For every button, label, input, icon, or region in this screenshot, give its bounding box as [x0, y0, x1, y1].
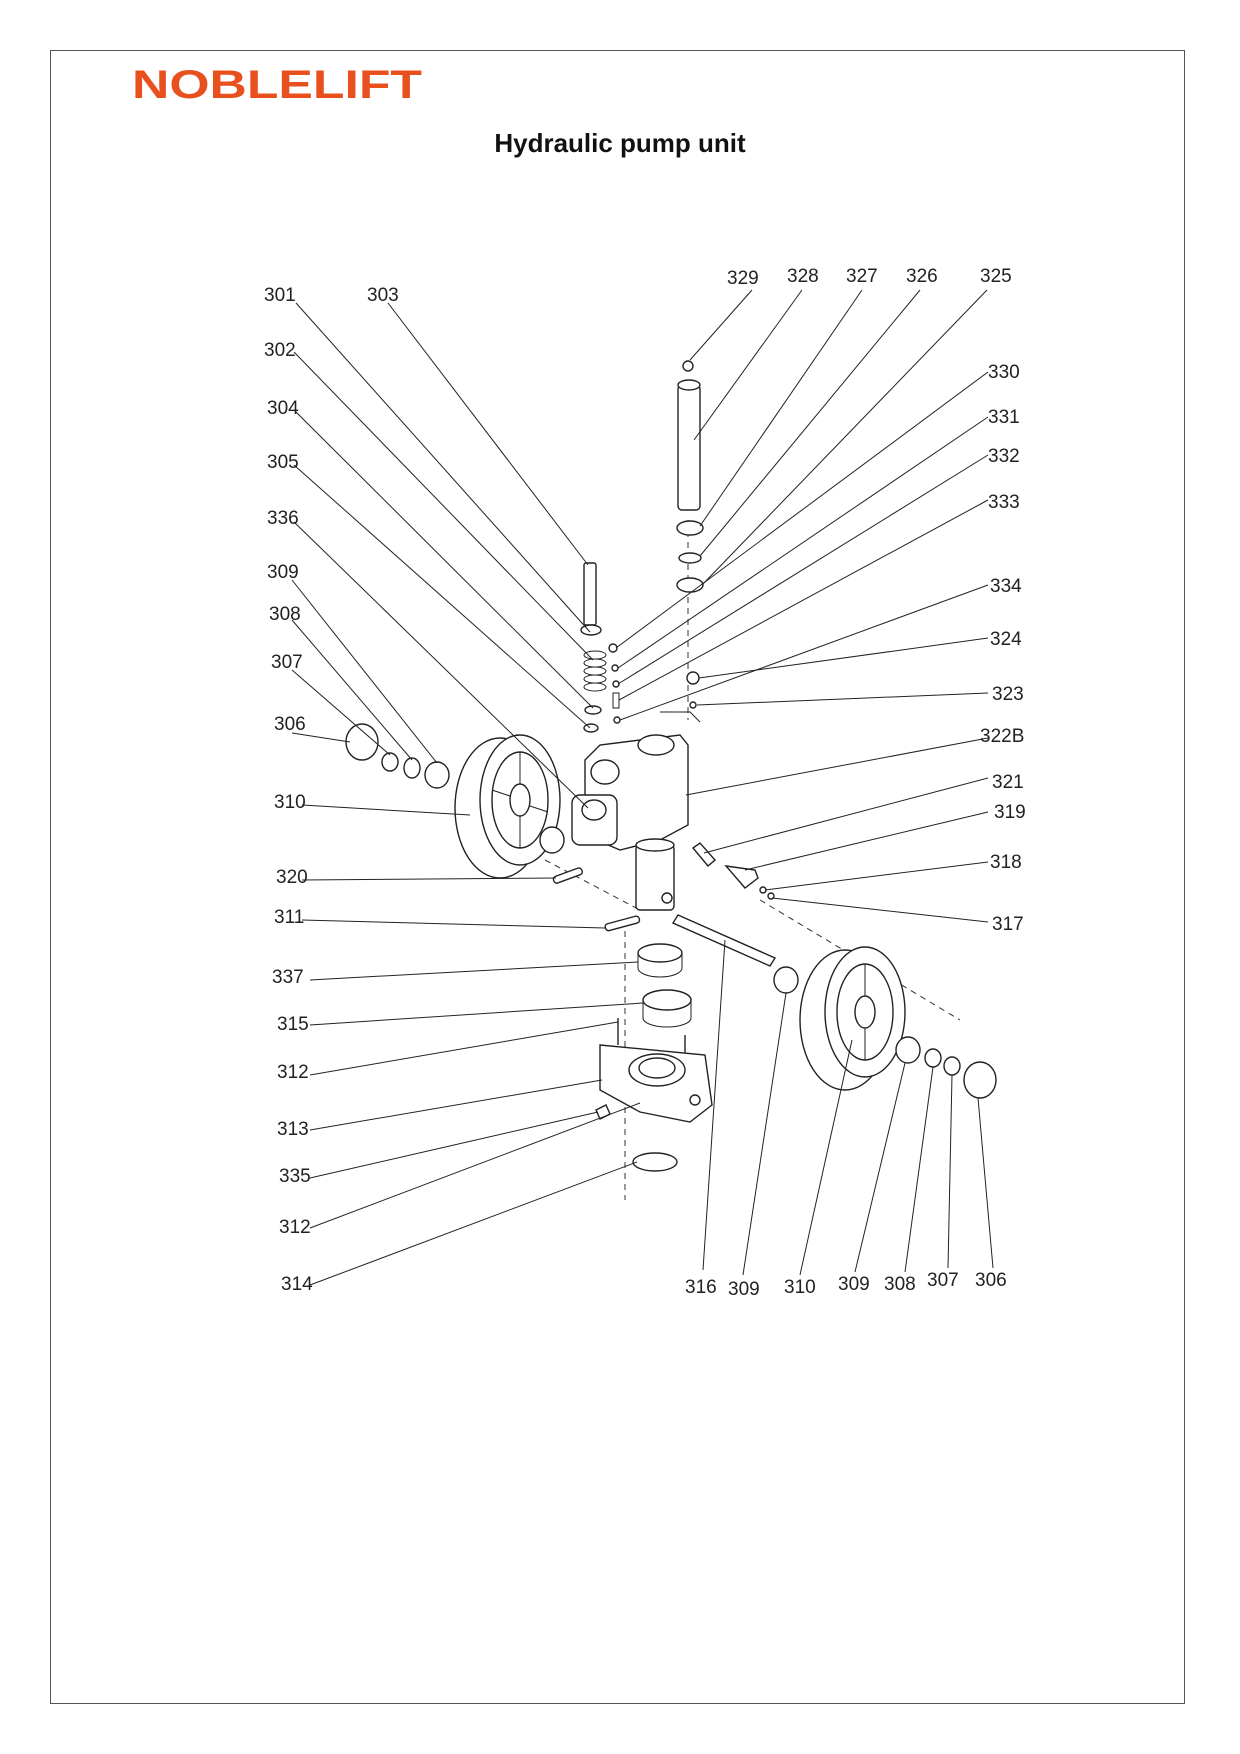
callout-314: 314	[281, 1274, 313, 1295]
callout-308-bottom: 308	[884, 1274, 916, 1295]
noblelift-logo: NOBLELIFT	[132, 63, 422, 106]
callout-310-left: 310	[274, 792, 306, 813]
callout-319: 319	[994, 802, 1026, 823]
callout-321: 321	[992, 772, 1024, 793]
callout-316: 316	[685, 1277, 717, 1298]
callout-301: 301	[264, 285, 296, 306]
callout-330: 330	[988, 362, 1020, 383]
callout-309-bottom-a: 309	[728, 1279, 760, 1300]
callout-305: 305	[267, 452, 299, 473]
callout-312-upper: 312	[277, 1062, 309, 1083]
leader-lines	[291, 289, 994, 1286]
callout-312-lower: 312	[279, 1217, 311, 1238]
callout-308-left: 308	[269, 604, 301, 625]
callout-329: 329	[727, 268, 759, 289]
logo-text: NOBLELIFT	[132, 63, 422, 106]
callout-328: 328	[787, 266, 819, 287]
callout-310-bottom: 310	[784, 1277, 816, 1298]
page-border	[50, 50, 1185, 1704]
callout-331: 331	[988, 407, 1020, 428]
callout-309-bottom-b: 309	[838, 1274, 870, 1295]
callout-325: 325	[980, 266, 1012, 287]
callout-333: 333	[988, 492, 1020, 513]
callout-306-bottom: 306	[975, 1270, 1007, 1291]
callout-313: 313	[277, 1119, 309, 1140]
callout-304: 304	[267, 398, 299, 419]
callout-324: 324	[990, 629, 1022, 650]
callout-334: 334	[990, 576, 1022, 597]
callout-306-left: 306	[274, 714, 306, 735]
callout-327: 327	[846, 266, 878, 287]
page-title: Hydraulic pump unit	[494, 128, 746, 158]
callout-311: 311	[274, 907, 304, 928]
callout-322b: 322B	[980, 726, 1024, 747]
callout-303: 303	[367, 285, 399, 306]
callout-318: 318	[990, 852, 1022, 873]
parts-drawing	[345, 360, 997, 1200]
callout-320: 320	[276, 867, 308, 888]
callout-307-left: 307	[271, 652, 303, 673]
callout-337: 337	[272, 967, 304, 988]
callout-332: 332	[988, 446, 1020, 467]
callout-labels: 301 303 302 304 305 336 309 308 307 306 …	[264, 266, 1026, 1300]
callout-302: 302	[264, 340, 296, 361]
callout-317: 317	[992, 914, 1024, 935]
callout-323: 323	[992, 684, 1024, 705]
callout-307-bottom: 307	[927, 1270, 959, 1291]
callout-335: 335	[279, 1166, 311, 1187]
callout-315: 315	[277, 1014, 309, 1035]
callout-326: 326	[906, 266, 938, 287]
callout-336: 336	[267, 508, 299, 529]
callout-309-left: 309	[267, 562, 299, 583]
